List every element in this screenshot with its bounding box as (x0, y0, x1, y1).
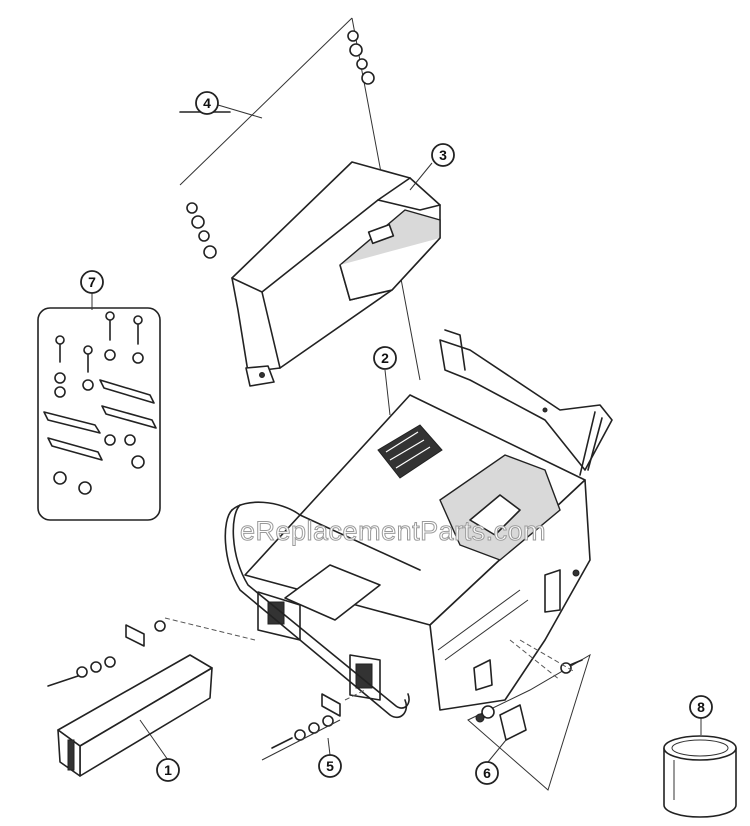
callout-4-label: 4 (203, 95, 211, 111)
callout-2: 2 (373, 346, 397, 370)
callout-3: 3 (431, 143, 455, 167)
part-6-bracket (467, 639, 591, 791)
callout-7: 7 (80, 270, 104, 294)
part-3-cover (231, 161, 441, 387)
callout-7-label: 7 (88, 274, 96, 290)
callout-6: 6 (475, 761, 499, 785)
callout-4: 4 (195, 91, 219, 115)
callout-6-label: 6 (483, 765, 491, 781)
watermark-text: eReplacementParts.com (240, 516, 546, 546)
callout-8-label: 8 (697, 699, 705, 715)
callout-2-label: 2 (381, 350, 389, 366)
part-1-side-rail (47, 617, 256, 777)
part-2-chassis (224, 329, 613, 719)
part-4-hardware (179, 17, 421, 381)
part-5-hardware (261, 689, 366, 761)
callout-3-label: 3 (439, 147, 447, 163)
part-7-hardware-kit (37, 307, 161, 521)
callout-5: 5 (318, 754, 342, 778)
callout-1: 1 (156, 758, 180, 782)
callout-8: 8 (689, 695, 713, 719)
callout-1-label: 1 (164, 762, 172, 778)
callout-5-label: 5 (326, 758, 334, 774)
callout-leaders (91, 104, 702, 763)
part-8-filter-canister (663, 735, 737, 818)
